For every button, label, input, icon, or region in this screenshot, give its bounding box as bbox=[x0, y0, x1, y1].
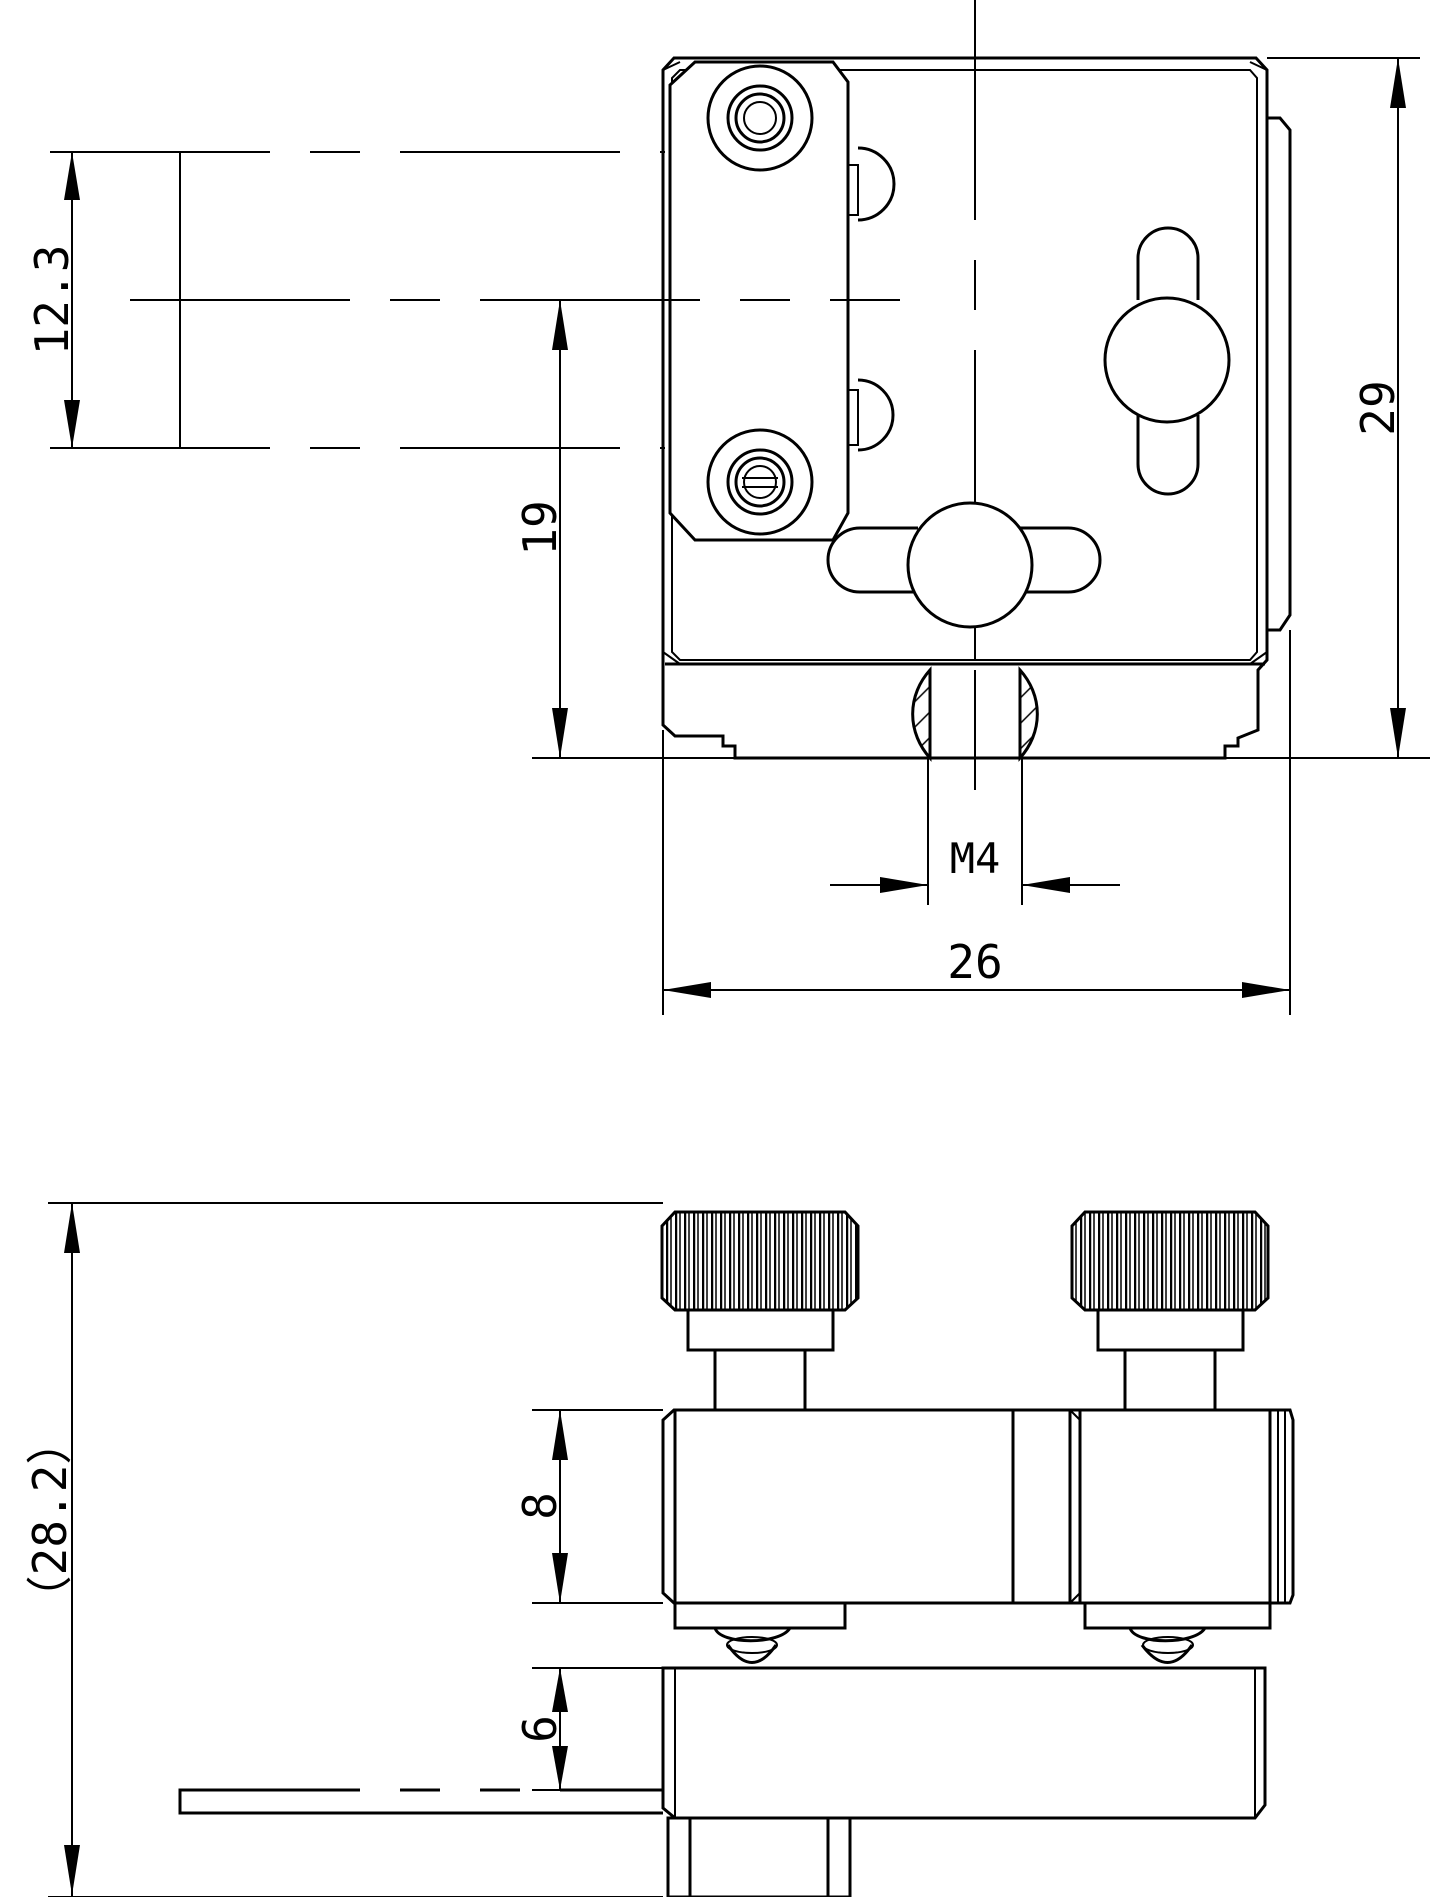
dimension-m4: M4 bbox=[830, 758, 1120, 905]
threaded-hole bbox=[911, 666, 1039, 762]
dimension-8: 8 bbox=[513, 1409, 663, 1604]
corner-chamfers bbox=[662, 61, 1268, 665]
dimension-label-19: 19 bbox=[513, 500, 567, 555]
lower-block bbox=[661, 1666, 1267, 1820]
lower-screw bbox=[706, 428, 814, 536]
right-knurled-knob bbox=[1070, 1210, 1270, 1412]
dimension-29: 29 bbox=[1267, 57, 1420, 758]
dimension-label-8: 8 bbox=[513, 1492, 567, 1520]
upper-screw bbox=[706, 64, 814, 172]
dimension-28-2: （28.2） bbox=[23, 1202, 663, 1897]
notch-arc-upper bbox=[857, 146, 896, 222]
dimension-26: 26 bbox=[662, 630, 1291, 1015]
thread-stub bbox=[666, 1816, 852, 1897]
notch-arc-lower bbox=[857, 378, 895, 452]
dimension-label-26: 26 bbox=[947, 935, 1002, 989]
spacer-right bbox=[1083, 1601, 1272, 1664]
dimension-12-3: 12.3 bbox=[25, 152, 80, 448]
dimension-label-12-3: 12.3 bbox=[25, 245, 79, 356]
dimension-label-29: 29 bbox=[1351, 380, 1405, 435]
spacer-left bbox=[673, 1601, 847, 1664]
reference-flange bbox=[178, 1788, 663, 1815]
side-view: （28.2） 8 6 bbox=[23, 1202, 1295, 1897]
side-rail bbox=[1267, 116, 1292, 632]
dimension-19: 19 bbox=[513, 300, 1430, 759]
top-body-outline bbox=[661, 56, 1269, 760]
plate-notches bbox=[848, 164, 859, 446]
bottom-knob-slot bbox=[826, 501, 1102, 629]
right-knob-slot bbox=[1103, 226, 1231, 496]
dimension-label-6: 6 bbox=[513, 1715, 567, 1743]
left-knurled-knob bbox=[660, 1210, 860, 1412]
upper-block bbox=[661, 1408, 1295, 1605]
dimension-6: 6 bbox=[513, 1667, 663, 1791]
dimension-label-m4: M4 bbox=[950, 834, 1001, 883]
dimension-label-28-2: （28.2） bbox=[23, 1419, 77, 1622]
top-view: 12.3 19 29 M4 bbox=[25, 0, 1430, 1015]
